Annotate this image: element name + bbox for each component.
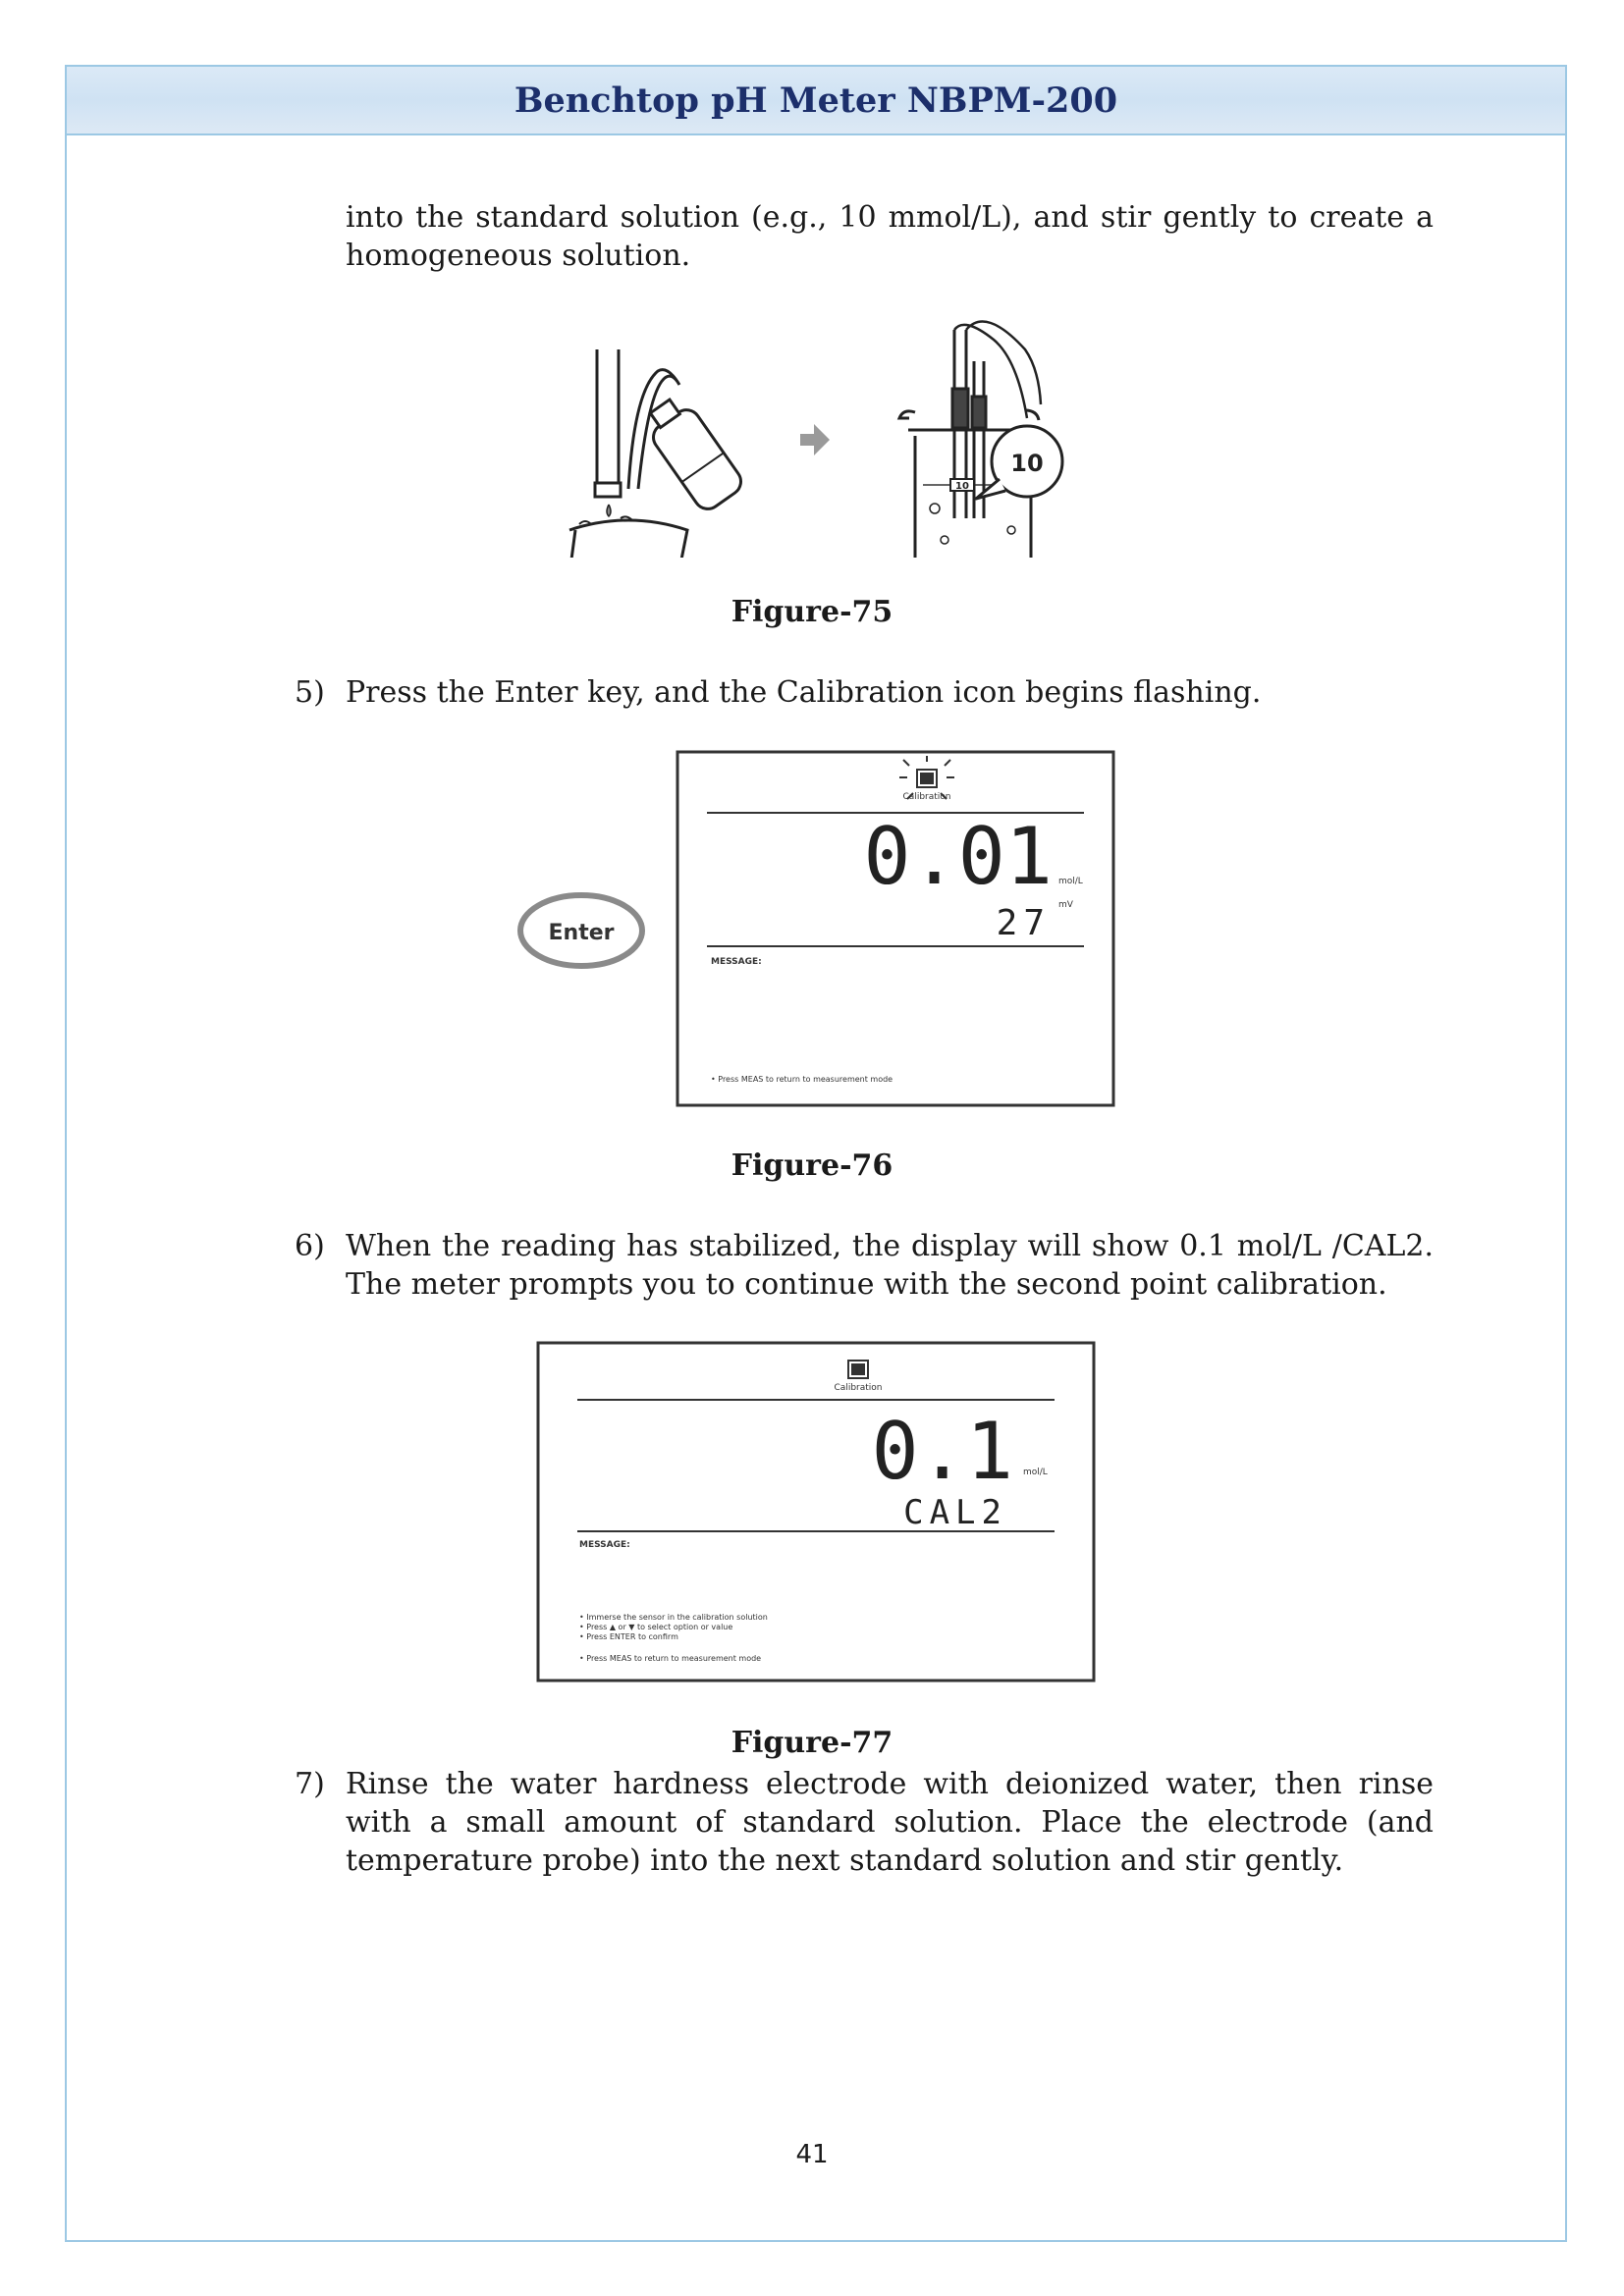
- message-line: • Press ▲ or ▼ to select option or value: [579, 1623, 732, 1631]
- figure-77-caption: Figure-77: [731, 1726, 893, 1760]
- step-5-text: Press the Enter key, and the Calibration…: [346, 675, 1262, 710]
- step-7-number: 7): [295, 1767, 325, 1801]
- enter-key-label: Enter: [549, 921, 615, 945]
- sub-reading: 27: [997, 903, 1051, 943]
- page-number: 41: [795, 2140, 829, 2169]
- message-line: • Press ENTER to confirm: [579, 1632, 678, 1641]
- figure-75-illustration: 10 10: [568, 320, 1064, 558]
- step-5-number: 5): [295, 675, 325, 710]
- main-reading: 0.1: [872, 1406, 1014, 1497]
- figure-76-illustration: Enter Calibration 0.01 mol/L mV 27 MESSA…: [517, 750, 1115, 1107]
- message-label: MESSAGE:: [579, 1540, 630, 1550]
- speech-bubble-icon: [974, 424, 1064, 501]
- unit-main: mol/L: [1058, 877, 1083, 886]
- enter-key-button: [517, 892, 645, 969]
- calibration-label: Calibration: [835, 1383, 883, 1393]
- lcd-display-frame: [676, 750, 1115, 1107]
- unit-main: mol/L: [1023, 1468, 1048, 1477]
- figure-76-caption: Figure-76: [731, 1148, 893, 1183]
- step-6-number: 6): [295, 1229, 325, 1263]
- calibration-label: Calibration: [903, 792, 951, 802]
- arrow-right-icon: [800, 424, 830, 455]
- unit-sub: mV: [1058, 900, 1074, 910]
- step-7-text: Rinse the water hardness electrode with …: [346, 1767, 1434, 1878]
- message-label: MESSAGE:: [711, 957, 762, 967]
- message-line: • Immerse the sensor in the calibration …: [579, 1613, 768, 1622]
- figure-77-illustration: Calibration 0.1 mol/L CAL2 MESSAGE: • Im…: [536, 1341, 1096, 1682]
- header-title: Benchtop pH Meter NBPM-200: [514, 80, 1118, 121]
- message-line: • Press MEAS to return to measurement mo…: [711, 1075, 893, 1084]
- calibration-icon: [899, 756, 954, 800]
- electrode-rinse-icon: [568, 349, 742, 558]
- calibration-icon: [847, 1360, 869, 1379]
- main-reading: 0.01: [863, 811, 1053, 902]
- page-frame: [65, 65, 1567, 2242]
- beaker-label: 10: [955, 481, 969, 492]
- message-line: • Press MEAS to return to measurement mo…: [579, 1654, 761, 1663]
- figure-75-caption: Figure-75: [731, 595, 893, 629]
- sub-reading: CAL2: [903, 1493, 1007, 1532]
- beaker-with-electrodes-icon: [896, 320, 1043, 558]
- page-header: Benchtop pH Meter NBPM-200: [67, 67, 1565, 135]
- bubble-value: 10: [1010, 450, 1043, 477]
- intro-paragraph: into the standard solution (e.g., 10 mmo…: [346, 200, 1434, 273]
- step-6-text: When the reading has stabilized, the dis…: [346, 1229, 1434, 1302]
